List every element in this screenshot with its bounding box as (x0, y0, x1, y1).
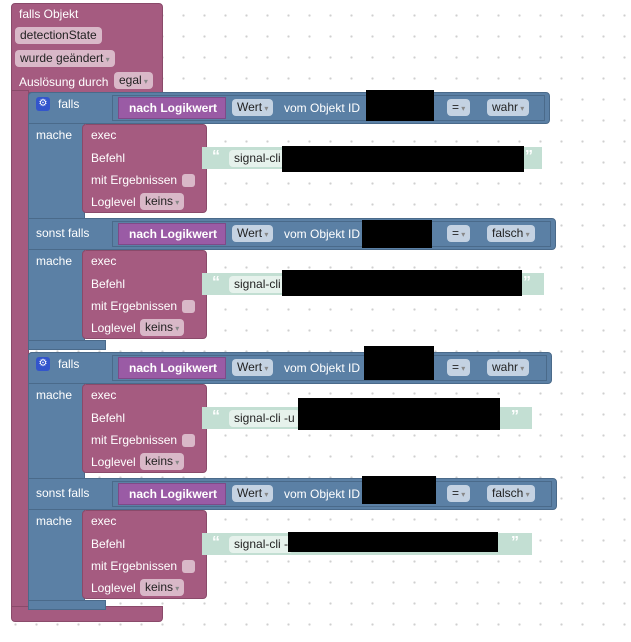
results-label: mit Ergebnissen (91, 173, 178, 187)
if-block-footer (28, 600, 106, 610)
do-label: mache (36, 514, 73, 528)
attribute-dropdown[interactable]: Wert (232, 225, 274, 242)
to-boolean-label: nach Logikwert (129, 101, 218, 115)
redacted-object-id (366, 90, 434, 121)
results-label: mit Ergebnissen (91, 559, 178, 573)
redacted-command (282, 270, 522, 296)
value-dropdown[interactable]: wahr (487, 99, 530, 116)
trigger-label: Auslösung durch (19, 75, 109, 89)
open-quote-icon: “ (212, 408, 220, 425)
exec-title: exec (91, 388, 117, 402)
close-quote-icon: ” (525, 148, 533, 165)
redacted-object-id (364, 346, 434, 380)
close-quote-icon: ” (523, 274, 531, 291)
do-label: mache (36, 128, 73, 142)
command-field[interactable]: signal-cli (229, 276, 286, 293)
to-boolean-block[interactable]: nach Logikwert (118, 97, 226, 119)
to-boolean-block[interactable]: nach Logikwert (118, 483, 226, 505)
operator-dropdown[interactable]: = (447, 359, 471, 376)
loglevel-label: Loglevel (91, 581, 136, 595)
redacted-object-id (362, 476, 436, 504)
trigger-dropdown[interactable]: egal (114, 72, 153, 89)
results-label: mit Ergebnissen (91, 299, 178, 313)
object-id-label: vom Objekt ID (284, 227, 361, 241)
object-id-label: vom Objekt ID (284, 101, 361, 115)
if-block-footer (28, 340, 106, 350)
attribute-dropdown[interactable]: Wert (232, 359, 274, 376)
command-label: Befehl (91, 537, 126, 551)
redacted-command (282, 146, 524, 172)
open-quote-icon: “ (212, 534, 220, 551)
results-checkbox[interactable] (182, 174, 195, 187)
value-dropdown[interactable]: falsch (487, 225, 535, 242)
command-label: Befehl (91, 151, 126, 165)
else-if-label: sonst falls (36, 486, 90, 500)
loglevel-label: Loglevel (91, 321, 136, 335)
do-label: mache (36, 254, 73, 268)
event-block-body (11, 90, 29, 610)
exec-title: exec (91, 514, 117, 528)
command-field[interactable]: signal-cli (229, 150, 286, 167)
command-label: Befehl (91, 411, 126, 425)
value-dropdown[interactable]: wahr (487, 359, 530, 376)
loglevel-dropdown[interactable]: keins (140, 319, 185, 336)
to-boolean-block[interactable]: nach Logikwert (118, 357, 226, 379)
loglevel-label: Loglevel (91, 455, 136, 469)
object-field[interactable]: detectionState (15, 27, 102, 44)
open-quote-icon: “ (212, 274, 220, 291)
loglevel-dropdown[interactable]: keins (140, 579, 185, 596)
gear-icon[interactable]: ⚙ (36, 357, 50, 371)
if-label: falls (58, 97, 80, 111)
if-label: falls (58, 357, 80, 371)
object-id-label: vom Objekt ID (284, 487, 361, 501)
operator-dropdown[interactable]: = (447, 485, 471, 502)
results-checkbox[interactable] (182, 300, 195, 313)
to-boolean-label: nach Logikwert (129, 487, 218, 501)
redacted-command (288, 532, 498, 552)
open-quote-icon: “ (212, 148, 220, 165)
to-boolean-block[interactable]: nach Logikwert (118, 223, 226, 245)
else-if-label: sonst falls (36, 226, 90, 240)
close-quote-icon: ” (511, 534, 519, 551)
operator-dropdown[interactable]: = (447, 99, 471, 116)
results-label: mit Ergebnissen (91, 433, 178, 447)
redacted-command (298, 398, 500, 430)
object-id-label: vom Objekt ID (284, 361, 361, 375)
loglevel-label: Loglevel (91, 195, 136, 209)
event-title: falls Objekt (19, 7, 79, 21)
results-checkbox[interactable] (182, 560, 195, 573)
results-checkbox[interactable] (182, 434, 195, 447)
to-boolean-label: nach Logikwert (129, 361, 218, 375)
loglevel-dropdown[interactable]: keins (140, 453, 185, 470)
attribute-dropdown[interactable]: Wert (232, 485, 274, 502)
gear-icon[interactable]: ⚙ (36, 97, 50, 111)
close-quote-icon: ” (511, 408, 519, 425)
exec-title: exec (91, 128, 117, 142)
to-boolean-label: nach Logikwert (129, 227, 218, 241)
command-label: Befehl (91, 277, 126, 291)
exec-title: exec (91, 254, 117, 268)
change-dropdown[interactable]: wurde geändert (15, 50, 115, 67)
redacted-object-id (362, 220, 432, 248)
value-dropdown[interactable]: falsch (487, 485, 535, 502)
operator-dropdown[interactable]: = (447, 225, 471, 242)
exec-block[interactable] (82, 250, 207, 339)
do-label: mache (36, 388, 73, 402)
command-field[interactable]: signal-cli -u (229, 410, 300, 427)
attribute-dropdown[interactable]: Wert (232, 99, 274, 116)
loglevel-dropdown[interactable]: keins (140, 193, 185, 210)
command-field[interactable]: signal-cli - (229, 536, 294, 553)
